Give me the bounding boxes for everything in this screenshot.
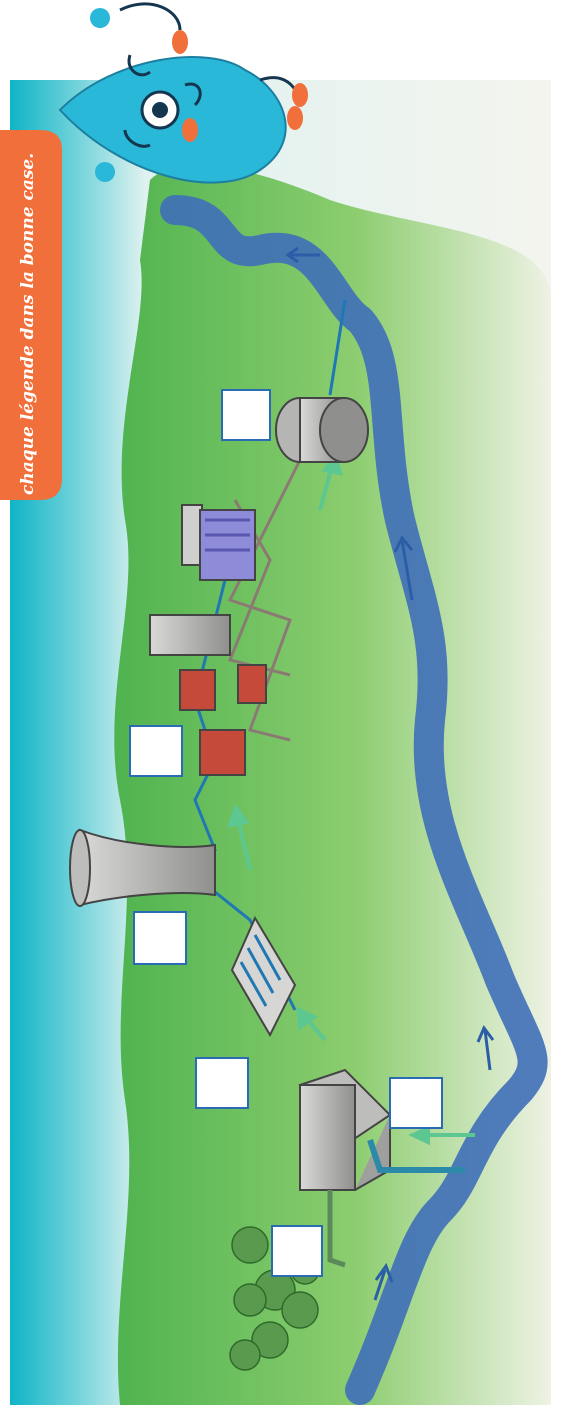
land-area — [114, 165, 551, 1405]
label-box-filtration-plate[interactable] — [196, 1058, 248, 1108]
label-box-forest[interactable] — [272, 1226, 322, 1276]
label-box-water-treatment[interactable] — [130, 726, 182, 776]
label-box-cooling-tower[interactable] — [134, 912, 186, 964]
factory-building — [150, 615, 230, 655]
instruction-text: chaque légende dans la bonne case. — [18, 153, 38, 495]
label-box-pumping-station[interactable] — [390, 1078, 442, 1128]
label-box-water-tower[interactable] — [222, 390, 270, 440]
water-tower — [276, 398, 368, 462]
